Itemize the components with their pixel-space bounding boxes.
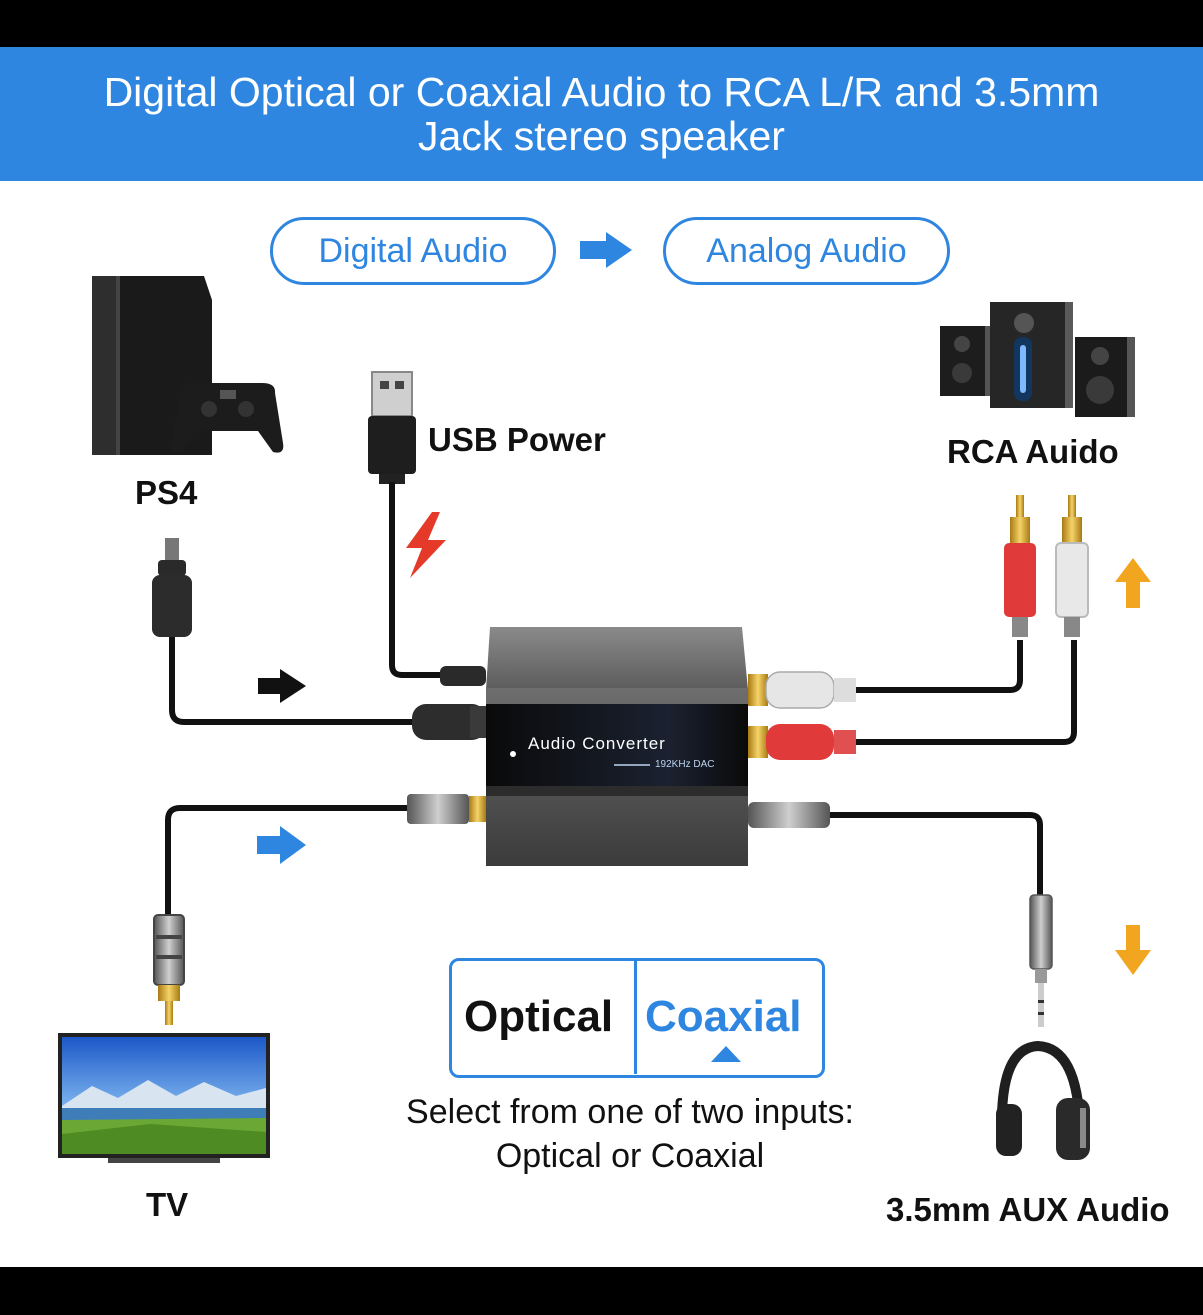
- coaxial-selected-triangle-icon: [711, 1046, 741, 1062]
- digital-audio-pill: Digital Audio: [270, 217, 556, 285]
- selector-divider: [634, 960, 637, 1074]
- analog-audio-pill: Analog Audio: [663, 217, 950, 285]
- rca-white-plug-icon: [1055, 495, 1089, 637]
- banner-title-line2: Jack stereo speaker: [418, 113, 785, 159]
- aux-audio-label: 3.5mm AUX Audio: [886, 1191, 1170, 1228]
- converter-subtitle: 192KHz DAC: [655, 759, 715, 770]
- audio-converter-device: [486, 627, 748, 866]
- tv-input-arrow-icon: [257, 826, 306, 864]
- rca-red-socket-icon: [748, 724, 856, 760]
- usb-plug-icon: [368, 371, 416, 484]
- tv-icon: [58, 1033, 270, 1163]
- input-selector-box: [449, 958, 825, 1078]
- banner-title: Digital Optical or Coaxial Audio to RCA …: [0, 70, 1203, 158]
- title-banner: [0, 47, 1203, 181]
- coax-input-plug-icon: [407, 794, 486, 824]
- aux-output-arrow-icon: [1115, 925, 1151, 975]
- cables: [165, 482, 1077, 915]
- usb-power-label: USB Power: [428, 421, 606, 458]
- power-bolt-icon: [406, 512, 446, 578]
- aux-socket-plug-icon: [748, 802, 830, 828]
- banner-title-line1: Digital Optical or Coaxial Audio to RCA …: [103, 69, 1100, 115]
- selector-caption-line2: Optical or Coaxial: [495, 1137, 765, 1175]
- usb-c-port-icon: [440, 666, 486, 686]
- rca-audio-label: RCA Auido: [947, 433, 1119, 470]
- flow-arrow-icon: [580, 232, 632, 268]
- optical-plug-icon: [152, 538, 192, 637]
- coax-plug-icon: [153, 914, 185, 1025]
- selector-caption-line1: Select from one of two inputs:: [406, 1093, 854, 1131]
- optical-option: Optical: [464, 992, 614, 1041]
- rca-red-plug-icon: [1004, 495, 1036, 637]
- aux-jack-icon: [1029, 894, 1053, 1027]
- converter-name: Audio Converter: [528, 734, 666, 753]
- rca-white-socket-icon: [748, 671, 856, 709]
- ps4-label: PS4: [135, 474, 198, 511]
- speakers-icon: [940, 302, 1135, 417]
- ps4-input-arrow-icon: [258, 669, 306, 703]
- headphones-icon: [996, 1040, 1090, 1160]
- rca-output-arrow-icon: [1115, 558, 1151, 608]
- coaxial-option: Coaxial: [645, 992, 802, 1041]
- gamepad-icon: [171, 383, 284, 453]
- optical-input-plug-icon: [412, 704, 486, 740]
- tv-label: TV: [146, 1186, 189, 1223]
